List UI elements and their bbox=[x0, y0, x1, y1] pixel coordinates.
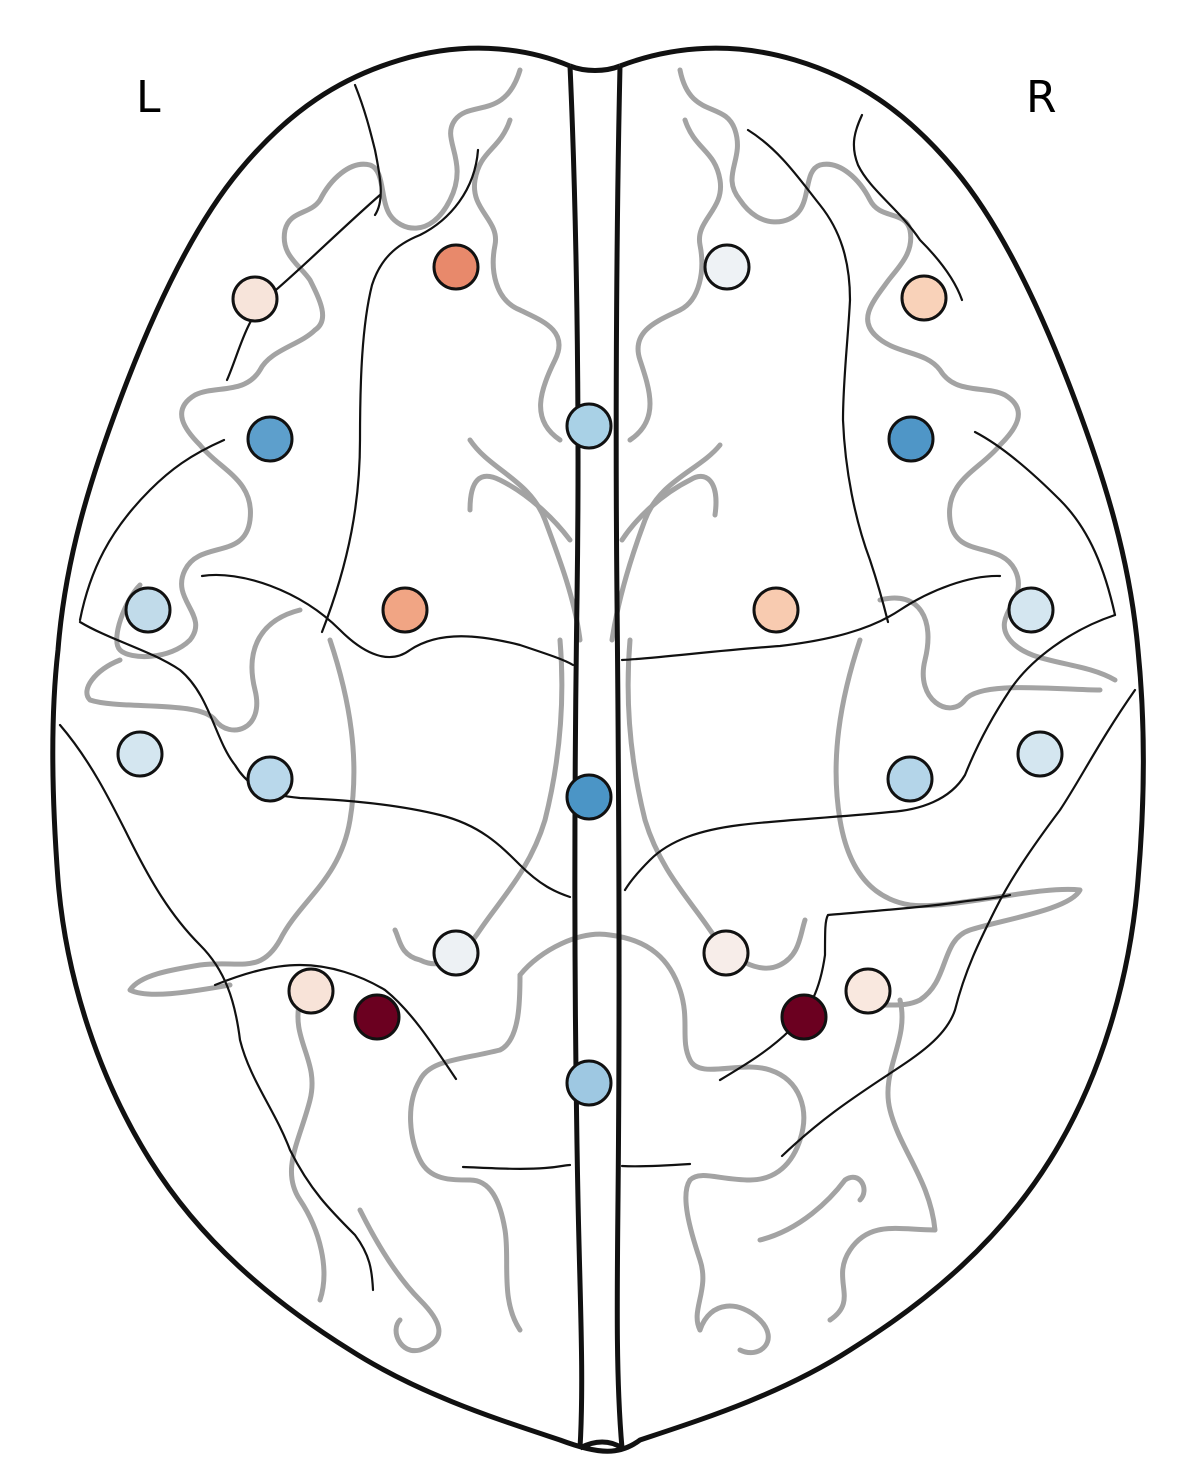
electrode-l-prefrontal-medial bbox=[432, 243, 480, 291]
electrode-l-frontal bbox=[246, 415, 294, 463]
electrode-r-parietal-medial bbox=[702, 929, 750, 977]
electrode-r-frontal bbox=[887, 415, 935, 463]
electrode-midline-frontal bbox=[565, 402, 613, 450]
electrode-r-temporal-anterior bbox=[1007, 586, 1055, 634]
electrode-midline-parietal bbox=[565, 1059, 613, 1107]
electrode-r-prefrontal-medial bbox=[703, 243, 751, 291]
right-hemisphere-label: R bbox=[1026, 72, 1057, 123]
electrode-l-parietal-deep bbox=[353, 993, 401, 1041]
sulci-pattern bbox=[84, 67, 1118, 1356]
electrode-l-parietal-lateral bbox=[287, 967, 335, 1015]
brain-outline bbox=[50, 45, 1146, 1454]
electrode-l-central bbox=[381, 586, 429, 634]
electrode-r-central bbox=[752, 586, 800, 634]
electrode-l-temporal-anterior bbox=[124, 586, 172, 634]
electrode-r-centroparietal bbox=[886, 755, 934, 803]
gyral-lines bbox=[58, 83, 1137, 1292]
left-hemisphere-label: L bbox=[136, 72, 161, 123]
electrode-midline-central bbox=[565, 773, 613, 821]
electrode-r-parietal-lateral bbox=[844, 967, 892, 1015]
electrode-l-prefrontal-lateral bbox=[231, 275, 279, 323]
electrode-l-centroparietal bbox=[246, 755, 294, 803]
electrode-r-prefrontal-lateral bbox=[900, 274, 948, 322]
electrode-l-parietal-medial bbox=[432, 929, 480, 977]
electrode-r-temporal-mid bbox=[1016, 730, 1064, 778]
longitudinal-fissure bbox=[567, 63, 625, 1451]
electrode-r-parietal-deep bbox=[780, 993, 828, 1041]
electrode-grid bbox=[116, 243, 1064, 1107]
electrode-l-temporal-mid bbox=[116, 730, 164, 778]
